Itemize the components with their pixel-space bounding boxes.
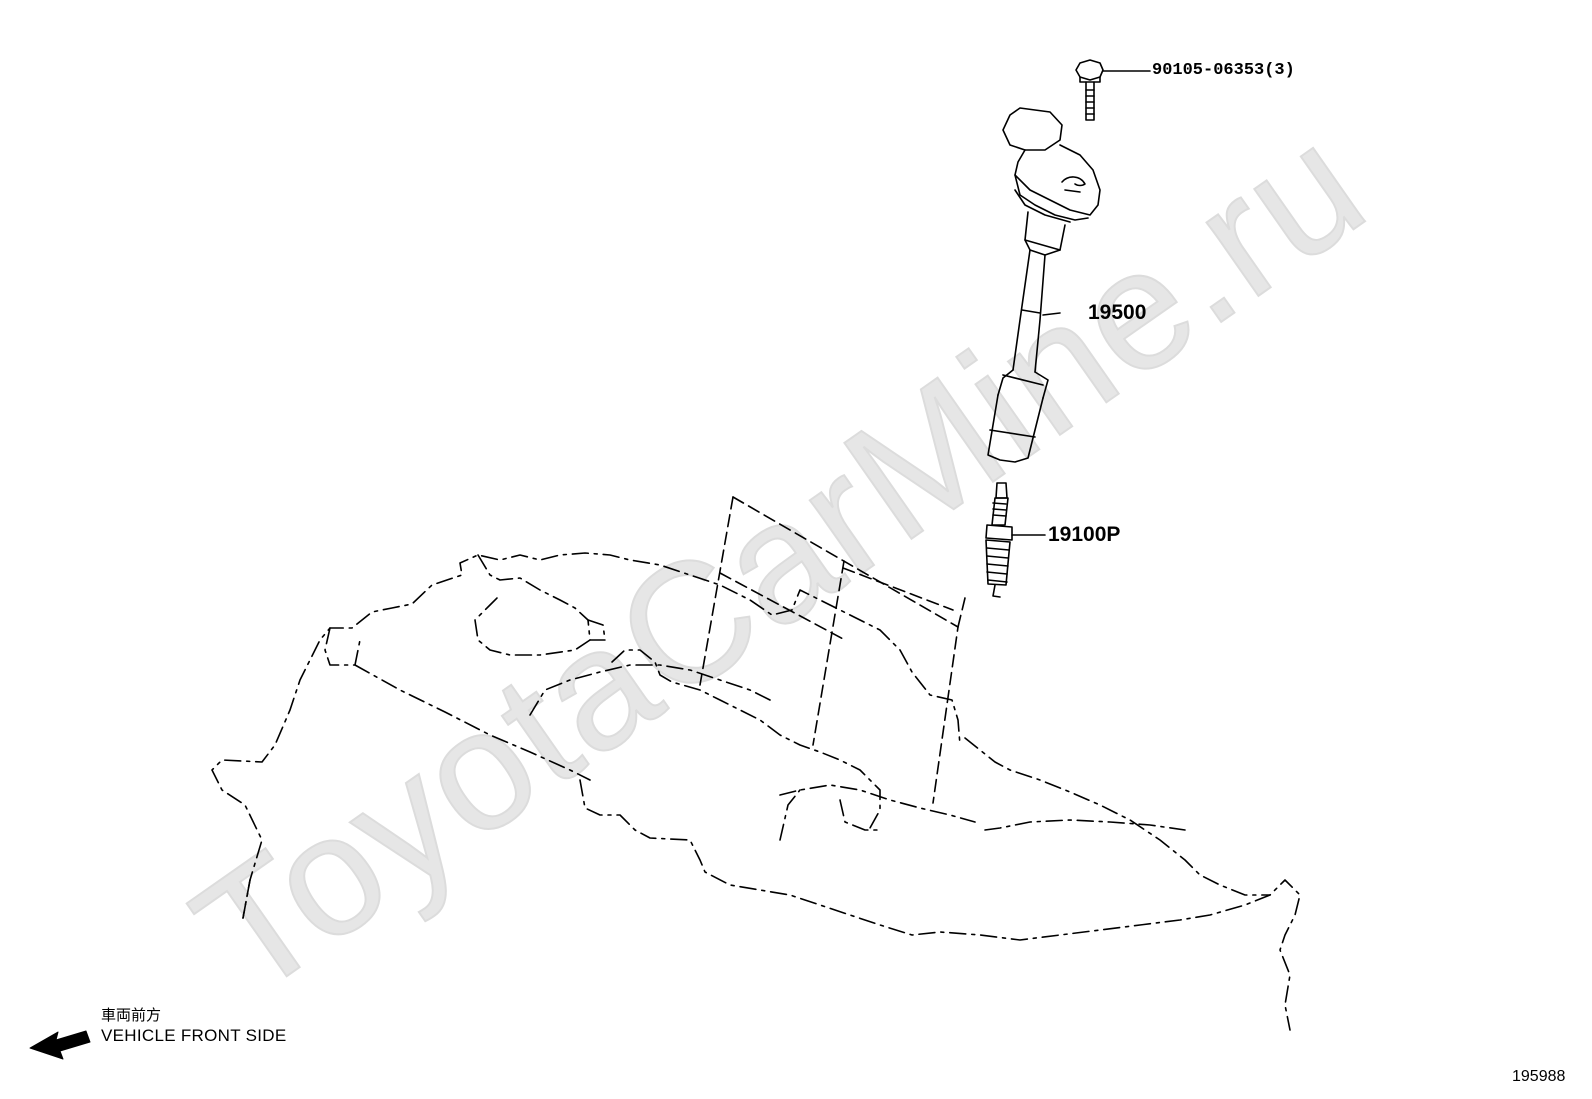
vehicle-front-label-jp: 車両前方 [101, 1006, 162, 1024]
vehicle-front-label-en: VEHICLE FRONT SIDE [101, 1026, 287, 1045]
spark-plug-icon [985, 482, 1046, 598]
callout-spark-plug-part-number: 19100P [1048, 523, 1121, 546]
arrow-left-icon [29, 1030, 91, 1060]
ignition-coil-icon [987, 107, 1101, 463]
engine-outline [211, 552, 1301, 1031]
callout-bolt-part-number: 90105-06353(3) [1152, 61, 1295, 80]
figure-number: 195988 [1512, 1068, 1566, 1085]
callout-ignition-coil-part-number: 19500 [1088, 301, 1147, 324]
bolt-icon [1075, 59, 1151, 121]
guide-lines [699, 496, 966, 804]
